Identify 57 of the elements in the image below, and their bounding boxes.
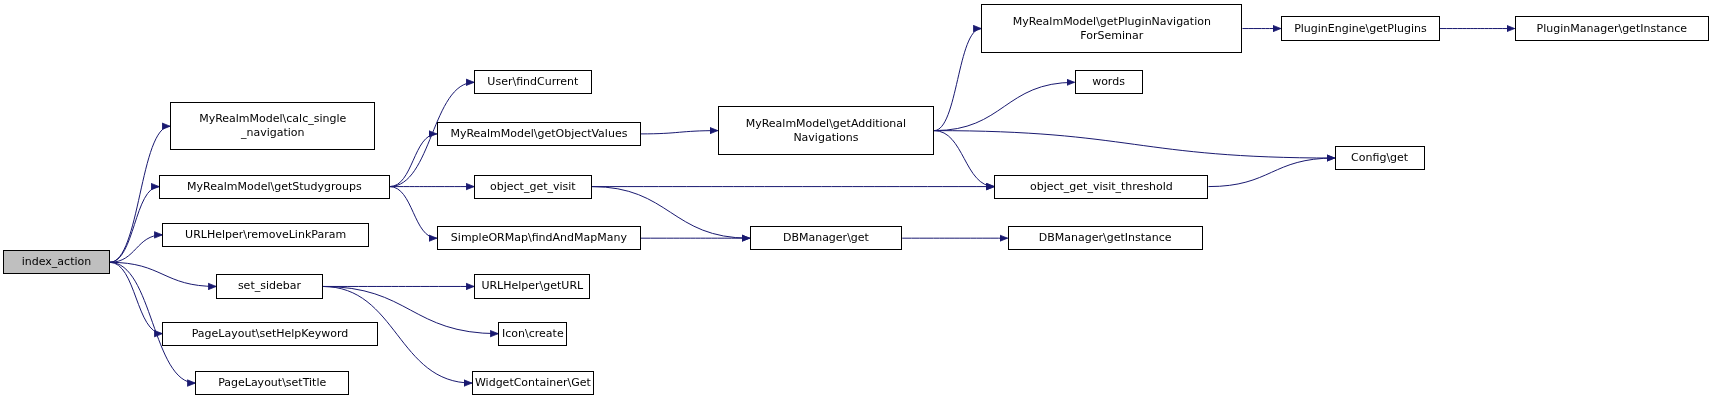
function-name: URLHelper\removeLinkParam — [185, 227, 347, 242]
function-name: WidgetContainer\Get — [474, 376, 591, 391]
arrow — [389, 186, 438, 241]
function-box — [981, 4, 1243, 53]
function-box — [994, 174, 1209, 199]
function-name: PluginManager\getInstance — [1536, 21, 1687, 36]
function-box — [471, 370, 594, 396]
function-name: PageLayout\setHelpKeyword — [191, 326, 349, 341]
function-name: PageLayout\setTitle — [218, 376, 327, 391]
function-box — [1514, 16, 1709, 41]
function-box — [195, 370, 349, 396]
arrow — [640, 234, 751, 242]
function-box — [162, 222, 369, 247]
arrow — [1207, 154, 1336, 188]
function-name: Icon\create — [502, 326, 564, 341]
function-box — [436, 226, 641, 251]
function-box — [216, 274, 323, 299]
function-name: URLHelper\getURL — [481, 279, 584, 294]
arrow — [901, 234, 1009, 242]
function-name: object_get_visit — [490, 179, 576, 194]
function-box — [436, 121, 641, 146]
function-name: Config\get — [1351, 151, 1409, 166]
function-name: MyRealmModel\calc_single _navigation — [198, 112, 348, 141]
arrow — [933, 130, 995, 189]
function-name: MyRealmModel\getStudygroups — [187, 179, 362, 194]
function-box — [474, 70, 592, 95]
function-name: MyRealmModel\getAdditional Navigations — [744, 116, 908, 145]
function-box — [474, 174, 592, 199]
function-box — [1334, 145, 1425, 171]
function-box — [749, 226, 903, 251]
arrow — [322, 285, 473, 386]
function-box — [474, 274, 591, 299]
function-name: DBManager\getInstance — [1038, 231, 1172, 246]
arrow — [1439, 24, 1516, 33]
function-name: DBManager\get — [782, 231, 869, 246]
function-name: MyRealmModel\getPluginNavigation ForSeminar — [1011, 14, 1212, 43]
function-name: set_sidebar — [237, 279, 301, 294]
arrow — [1241, 24, 1282, 33]
arrow — [640, 127, 719, 135]
arrow — [109, 185, 160, 263]
function-box — [1280, 16, 1440, 41]
function-name: SimpleORMap\findAndMapMany — [450, 231, 627, 246]
function-name: User\findCurrent — [487, 75, 579, 90]
function-box — [3, 250, 110, 275]
arrow — [109, 261, 196, 385]
function-box — [159, 174, 390, 199]
function-name: words — [1092, 75, 1125, 90]
function-box — [498, 321, 568, 346]
function-box — [162, 321, 378, 346]
function-name: object_get_visit_threshold — [1029, 179, 1173, 194]
function-box — [170, 102, 376, 151]
function-box — [717, 106, 935, 155]
function-box — [1074, 70, 1143, 95]
function-box — [1007, 226, 1203, 251]
function-name: index_action — [21, 255, 92, 270]
function-name: PluginEngine\getPlugins — [1294, 21, 1427, 36]
function-name: MyRealmModel\getObjectValues — [450, 126, 628, 141]
